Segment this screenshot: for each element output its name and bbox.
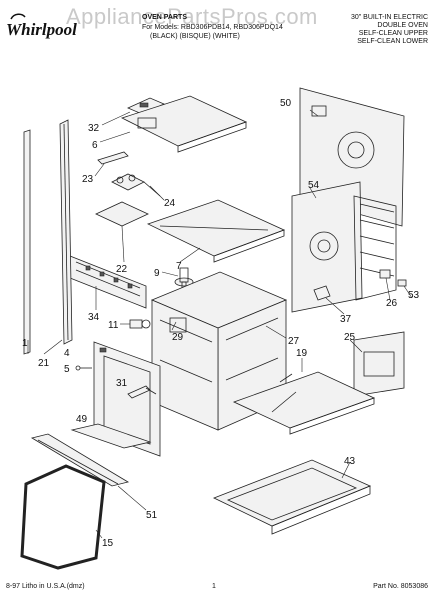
callout-34[interactable]: 34 — [88, 312, 100, 323]
part-bottom-trim[interactable] — [70, 423, 152, 449]
part-bottom-tray[interactable] — [212, 459, 372, 535]
footer-litho: 8-97 Litho in U.S.A.(dmz) — [6, 583, 85, 590]
callout-15[interactable]: 15 — [102, 538, 114, 549]
callout-53[interactable]: 53 — [408, 290, 420, 301]
callout-7[interactable]: 7 — [176, 261, 182, 272]
part-relay-assembly[interactable] — [111, 173, 161, 197]
part-small-rail[interactable] — [97, 151, 129, 165]
color-line: (BLACK) (BISQUE) (WHITE) — [150, 33, 240, 40]
part-door-gasket[interactable] — [20, 464, 106, 570]
part-wrapper-top[interactable] — [146, 199, 286, 263]
part-control-panel[interactable] — [69, 255, 147, 309]
callout-29[interactable]: 29 — [172, 332, 184, 343]
callout-11[interactable]: 11 — [108, 320, 119, 331]
callout-43[interactable]: 43 — [344, 456, 356, 467]
model-line: For Models: RBD306PDB14, RBD306PDQ14 — [142, 24, 283, 31]
leader-lines — [27, 109, 413, 539]
callout-1[interactable]: 1 — [22, 338, 28, 349]
callout-31[interactable]: 31 — [116, 378, 128, 389]
part-vent-trim[interactable] — [30, 433, 130, 487]
whirlpool-logo-swirl-icon — [10, 13, 26, 20]
callout-4[interactable]: 4 — [64, 348, 70, 359]
callout-32[interactable]: 32 — [88, 123, 100, 134]
callout-22[interactable]: 22 — [116, 264, 128, 275]
description-line-1: 30" BUILT-IN ELECTRIC — [350, 14, 428, 21]
callout-24[interactable]: 24 — [164, 198, 176, 209]
page-title: OVEN PARTS — [142, 14, 187, 21]
footer-page-number: 1 — [212, 583, 216, 590]
callout-27[interactable]: 27 — [288, 336, 300, 347]
callout-5[interactable]: 5 — [64, 364, 70, 375]
callout-23[interactable]: 23 — [82, 174, 94, 185]
part-door-frame[interactable] — [75, 341, 161, 457]
callout-6[interactable]: 6 — [92, 140, 98, 151]
part-clip[interactable] — [313, 285, 331, 301]
part-light-socket[interactable] — [129, 319, 151, 329]
callout-26[interactable]: 26 — [386, 298, 398, 309]
callout-labels: 32 6 23 24 22 7 9 34 11 29 21 1 4 5 31 4… — [22, 98, 420, 549]
callout-51[interactable]: 51 — [146, 510, 158, 521]
part-side-trim[interactable] — [23, 119, 73, 355]
part-rear-frame[interactable] — [291, 181, 397, 313]
part-small-brackets[interactable] — [379, 269, 407, 287]
brand-logo: Whirlpool — [6, 20, 77, 39]
part-side-panel[interactable] — [353, 331, 405, 397]
footer-part-number: Part No. 8053086 — [373, 583, 428, 590]
watermark: AppliancePartsPros.com — [66, 4, 318, 29]
callout-19[interactable]: 19 — [296, 348, 308, 359]
part-oven-floor[interactable] — [232, 371, 376, 435]
callout-37[interactable]: 37 — [340, 314, 352, 325]
description-line-4: SELF-CLEAN LOWER — [357, 38, 428, 45]
callout-21[interactable]: 21 — [38, 358, 50, 369]
description-line-2: DOUBLE OVEN — [377, 22, 428, 29]
description-line-3: SELF-CLEAN UPPER — [358, 30, 428, 37]
part-door-latch[interactable] — [127, 385, 157, 399]
callout-50[interactable]: 50 — [280, 98, 292, 109]
part-top-panel[interactable] — [120, 95, 248, 153]
callout-9[interactable]: 9 — [154, 268, 160, 279]
callout-49[interactable]: 49 — [76, 414, 88, 425]
part-insulation-panel[interactable] — [95, 201, 149, 227]
callout-54[interactable]: 54 — [308, 180, 320, 191]
callout-25[interactable]: 25 — [344, 332, 356, 343]
